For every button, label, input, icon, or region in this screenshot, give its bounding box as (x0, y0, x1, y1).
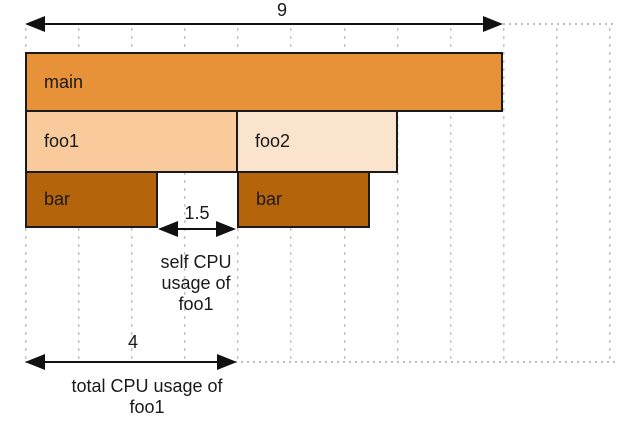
arrowhead-left-icon (25, 354, 45, 370)
arrowhead-right-icon (483, 16, 503, 32)
frame-main: main (25, 52, 503, 112)
arrowhead-right-icon (216, 221, 236, 237)
frame-label: bar (44, 189, 71, 209)
frame-foo2: foo2 (236, 110, 398, 173)
frame-foo1: foo1 (25, 110, 238, 173)
arrowhead-left-icon (25, 16, 45, 32)
arrowhead-right-icon (217, 354, 237, 370)
bottom-guide-line (25, 361, 617, 363)
gridline (184, 28, 186, 362)
gridline (450, 28, 452, 362)
total-width-arrow (25, 16, 503, 32)
arrow-shaft (39, 361, 223, 363)
arrowhead-left-icon (158, 221, 178, 237)
frame-bar-right: bar (237, 171, 370, 228)
gridline (503, 28, 505, 362)
top-guide-line (503, 23, 617, 25)
self-cpu-value: 1.5 (184, 203, 210, 223)
gridline (556, 28, 558, 362)
gridline (609, 28, 611, 362)
total-cpu-arrow (25, 354, 237, 370)
self-cpu-caption: self CPU usage of foo1 (160, 252, 232, 314)
frame-label: foo2 (255, 131, 291, 151)
gridline (397, 28, 399, 362)
total-cpu-value: 4 (127, 332, 138, 352)
arrow-shaft (39, 23, 489, 25)
frame-bar-left: bar (25, 171, 158, 228)
frame-label: bar (256, 189, 283, 209)
frame-label: foo1 (44, 131, 80, 151)
total-width-value: 9 (276, 0, 287, 20)
arrow-shaft (172, 228, 222, 230)
total-cpu-caption: total CPU usage of foo1 (71, 376, 223, 417)
self-cpu-arrow (158, 221, 236, 237)
frame-label: main (44, 71, 84, 92)
